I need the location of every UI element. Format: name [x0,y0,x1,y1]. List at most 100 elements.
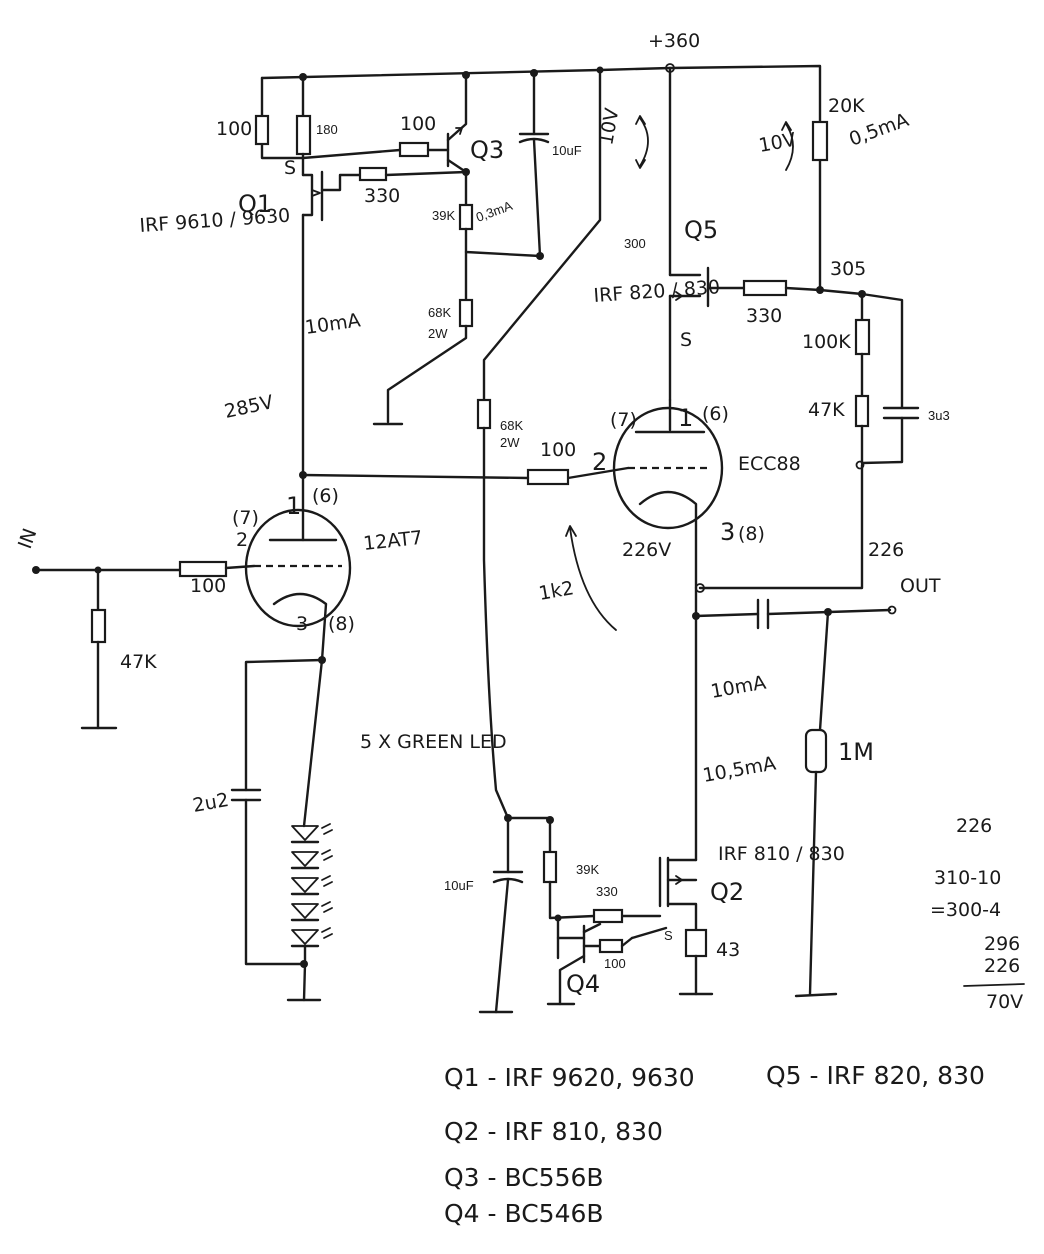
resistor-100-bottom [598,938,624,954]
bom-q3: Q3 - BC556B [444,1163,604,1192]
pin7-ecc-label: (7) [610,409,637,431]
i-10-5ma-label: 10,5mA [701,752,778,786]
resistor-180 [295,114,312,156]
12at7-triode: 1 (6) (7) 2 12AT7 3 (8) [232,473,424,662]
bom-q1: Q1 - IRF 9620, 9630 [444,1063,695,1092]
r-68k-top-label: 68K [428,305,451,320]
r-100-bottom-label: 100 [604,956,626,971]
calc-line2: 310-10 [934,867,1001,889]
pin8-ecc-label: (8) [738,523,765,545]
r-330-q5-label: 330 [746,305,782,327]
output-label: OUT [900,575,941,597]
bom-q4: Q4 - BC546B [444,1199,604,1228]
resistor-47k-right [854,394,870,428]
resistor-100-q3-base [398,141,430,158]
freq-1k2-label: 1k2 [537,577,575,605]
r-100-grid-label: 100 [540,439,576,461]
resistor-100-input [178,560,228,578]
r-330-bottom-label: 330 [596,884,618,899]
q2-part-label: IRF 810 / 830 [718,843,845,865]
resistor-100k [854,318,871,356]
r-1m-label: 1M [838,738,874,766]
q2-source-marker: S [664,928,673,943]
r-100-input-label: 100 [190,575,226,597]
calc-line5: 226 [984,955,1020,977]
plate-to-grid-wire [301,473,530,480]
q2-name-label: Q2 [710,878,744,906]
resistor-20k [811,120,829,162]
q1-name-label: Q1 [238,190,272,218]
resistor-330-q1 [358,166,388,182]
q5-stage: 300 Q5 IRF 820 / 830 S 330 20K 0,5mA 10V… [593,66,950,590]
tube-ecc88-envelope [612,406,724,530]
q5-source-label: S [680,329,692,351]
r-100-topleft-label: 100 [216,118,252,140]
parts-list: Q1 - IRF 9620, 9630 Q2 - IRF 810, 830 Q3… [444,1061,985,1228]
resistor-330-q5 [742,279,788,297]
tube-ecc88-label: ECC88 [738,453,801,475]
q3-stage: 100 Q3 39K 0,3mA 68K 2W 10uF [301,71,582,426]
input-stage: IN 100 47K [14,526,256,730]
resistor-68k-mid [476,398,492,430]
supply-voltage-label: +360 [648,30,700,52]
r-43-label: 43 [716,939,740,961]
pin2-left-label: 2 [236,529,248,551]
node-300-label: 300 [624,236,646,251]
input-label: IN [14,526,41,552]
i-10ma-left-label: 10mA [304,309,362,339]
q1-stage: 100 180 S Q1 IRF 9610 / 9630 330 10mA 28… [139,75,470,477]
cap-10uf-bottom-label: 10uF [444,878,474,893]
i-0-3ma-label: 0,3mA [474,198,515,225]
led-string-diodes [290,823,333,948]
i-10ma-right-label: 10mA [709,672,768,703]
q3-name-label: Q3 [470,136,504,164]
pin1-left-label: 1 [286,492,301,520]
pin6-left-label: (6) [312,485,339,507]
tube-12at7-envelope [244,508,352,628]
tube-12at7-label: 12AT7 [362,527,423,555]
r-330-q1-label: 330 [364,185,400,207]
calc-line1: 226 [956,815,992,837]
bom-q2: Q2 - IRF 810, 830 [444,1117,663,1146]
bom-q5: Q5 - IRF 820, 830 [766,1061,985,1090]
calc-line4: 296 [984,933,1020,955]
r-68k-mid-label: 68K [500,418,523,433]
r-100k-label: 100K [802,331,851,353]
cap-2u2-label: 2u2 [191,789,230,817]
v-226-right-label: 226 [868,539,904,561]
resistor-1m [804,728,828,774]
r-47k-input-label: 47K [120,651,157,673]
pin2-label: 2 [592,448,607,476]
output-stage: OUT 1M 10mA 10,5mA IRF 810 / 830 Q2 43 S [620,575,941,998]
resistor-39k-bottom [542,850,558,884]
resistor-100-topleft [254,114,270,146]
r-39k-bottom-label: 39K [576,862,599,877]
cap-3u3-label: 3u3 [928,408,950,423]
pin8-left-label: (8) [328,613,355,635]
cap-10uf-top-label: 10uF [552,143,582,158]
q4-name-label: Q4 [566,970,600,998]
r-100-q3-label: 100 [400,113,436,135]
resistor-330-bottom [592,908,624,924]
pin3-ecc-label: 3 [720,518,735,546]
pin7-left-label: (7) [232,507,259,529]
r-180-label: 180 [316,122,338,137]
r-68k-mid-w-label: 2W [500,435,520,450]
q5-name-label: Q5 [684,216,718,244]
r-20k-label: 20K [828,95,865,117]
ecc88-triode: 100 2 (7) 1 (6) ECC88 3 (8) 226V 1k2 [526,398,801,631]
q1-source-label: S [284,157,296,179]
calc-line6: 70V [986,991,1023,1013]
r-68k-top-w-label: 2W [428,326,448,341]
pin1-ecc-label: 1 [678,404,693,432]
resistor-39k-top [458,203,474,231]
led-string-label: 5 X GREEN LED [360,731,507,753]
calc-line3: =300-4 [930,899,1001,921]
resistor-43 [684,928,708,958]
q1-part-label: IRF 9610 / 9630 [139,205,291,237]
r-47k-right-label: 47K [808,399,845,421]
v-305-label: 305 [830,258,866,280]
v-285-label: 285V [222,391,275,423]
led-bias: 2u2 5 X GREEN LED [191,656,507,1002]
